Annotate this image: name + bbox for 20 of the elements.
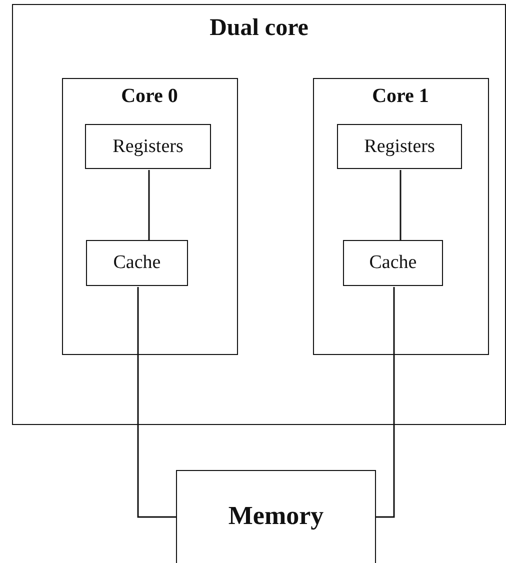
container-box [12, 4, 506, 425]
heading: Core 1 [371, 84, 430, 108]
component-box [86, 240, 188, 286]
component-box [85, 124, 211, 169]
container-box [312, 78, 488, 354]
heading: Memory [227, 501, 325, 531]
connector-line [376, 287, 395, 518]
container-box [62, 78, 238, 354]
component-box [343, 240, 443, 286]
connector-line [400, 170, 402, 241]
component-label: Registers [363, 136, 436, 158]
connector-line [137, 287, 176, 518]
heading: Core 0 [120, 84, 179, 108]
connector-line [148, 170, 150, 241]
heading: Dual core [208, 15, 310, 42]
component-box [337, 124, 462, 169]
memory-box [176, 470, 376, 563]
component-label: Cache [368, 252, 418, 274]
component-label: Cache [112, 252, 162, 274]
component-label: Registers [112, 136, 184, 158]
